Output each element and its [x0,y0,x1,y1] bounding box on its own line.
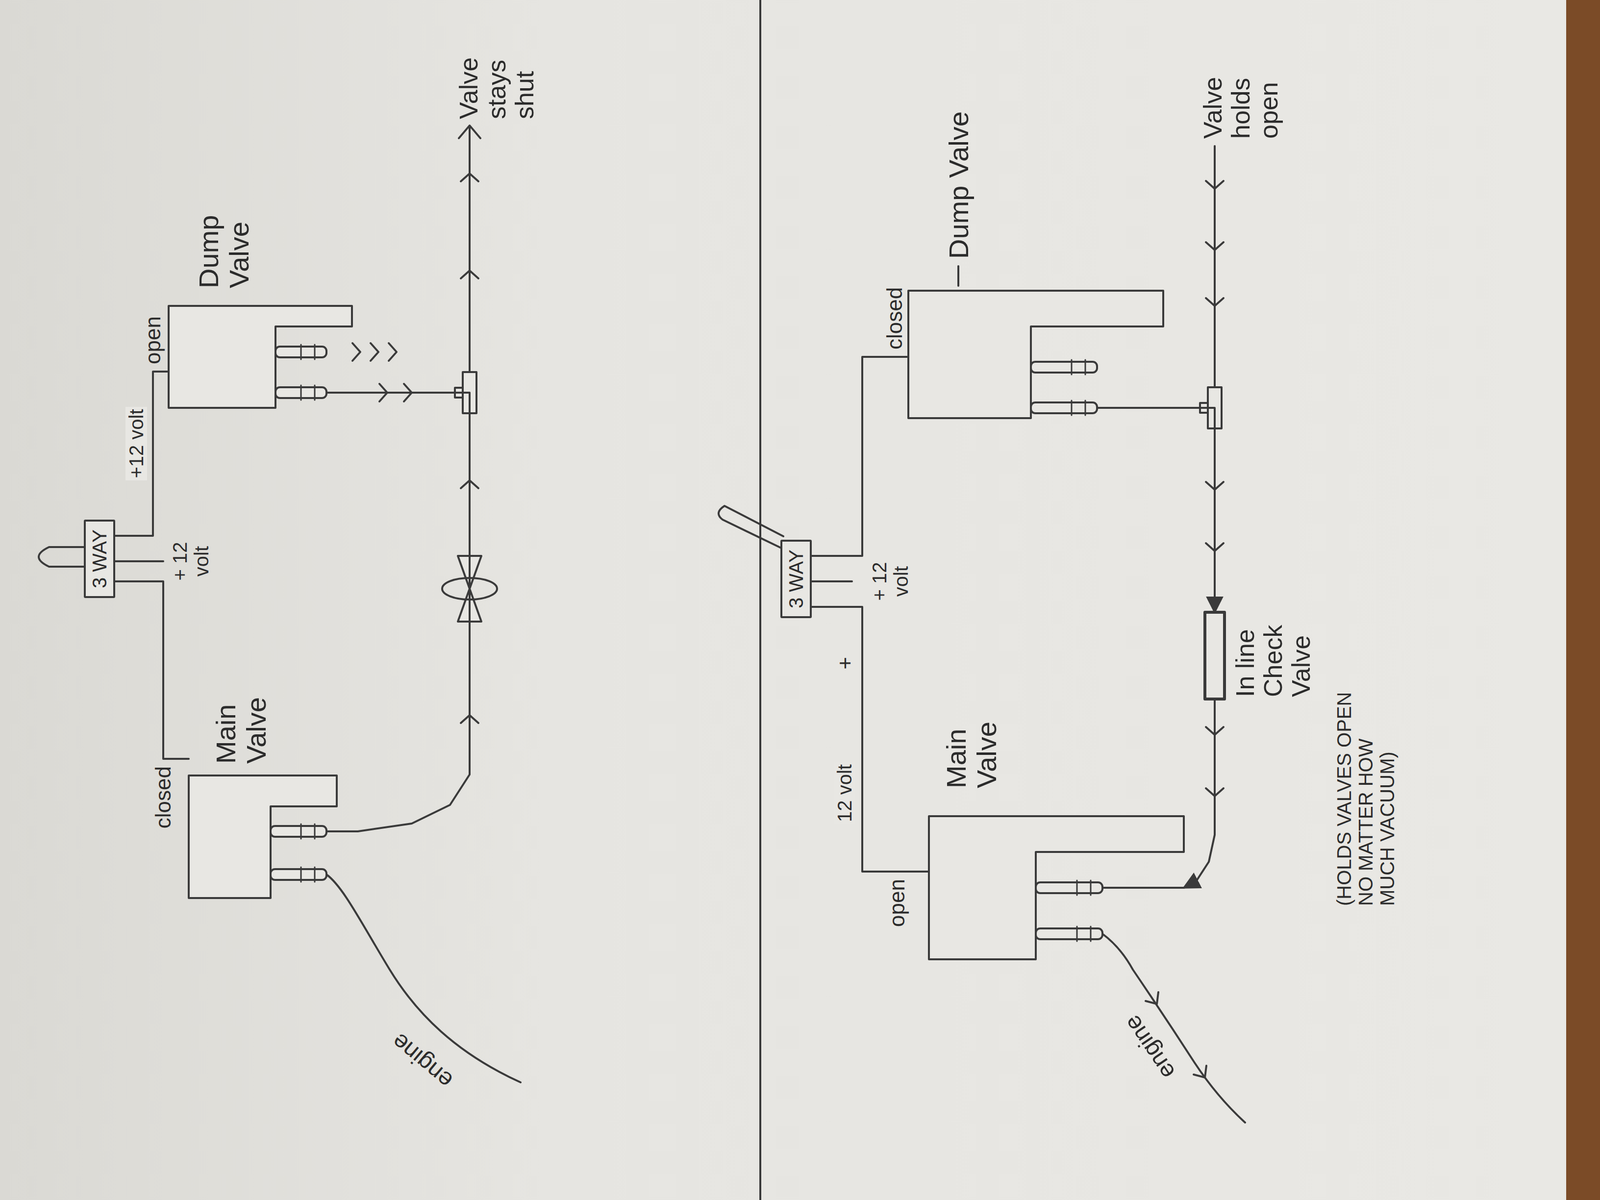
wire [115,371,169,536]
switch-box: 3 WAY [83,519,116,599]
port-barb [314,344,316,360]
switch-lever [718,505,784,550]
port-barb [314,867,316,882]
valve-outline [188,775,337,899]
node-text: In line Check Valve [1231,613,1316,698]
supply-label: + 12 volt [868,554,912,609]
port-barb [1071,400,1073,416]
wire-label: 12 volt [833,762,856,825]
hose-line [1102,886,1184,889]
hose-port [270,825,327,837]
node-text: Main Valve [210,680,272,764]
hose-line [1183,699,1215,888]
valve-drawing [188,652,337,899]
terminal-label: open [885,878,909,927]
hose-port [1030,402,1098,414]
label-holder: 12 volt [833,762,856,825]
label-holder: (HOLDS VALVES OPEN NO MATTER HOW MUCH VA… [1333,675,1399,906]
polarity-label: + [833,656,857,670]
switch-box: 3 WAY [780,539,812,619]
hose-line [326,391,352,394]
port-barb [1076,880,1078,896]
valve-body: Main Valve [928,704,1184,960]
port-barb [1090,926,1092,942]
label-holder: Valve holds open [1199,55,1284,139]
supply-label: + 12 volt [169,534,213,589]
flow-arrow [460,173,479,182]
hose-port [270,869,327,880]
wire-label: +12 volt [125,406,148,480]
flow-arrow [352,343,361,361]
port-barb [1084,359,1087,375]
port-barb [1090,880,1092,896]
node-text: Dump Valve [193,204,254,289]
hose-port [1035,882,1103,894]
flow-arrow [1205,298,1224,306]
port-barb [314,824,316,839]
flow-arrow [1145,992,1159,1004]
flow-arrow [460,270,479,279]
port-barb [1076,926,1078,942]
flow-arrow [1193,1065,1207,1078]
label-holder: + 12 volt [169,534,213,589]
note-label: Valve holds open [1199,55,1284,139]
label-holder: +12 volt [125,406,148,480]
label-holder: + 12 volt [868,554,912,609]
engine-hose [1102,933,1246,1123]
flow-arrow [388,343,397,361]
check-valve-body [1204,612,1225,700]
valve-outline [928,816,1184,960]
valve-outline [168,305,352,408]
hose-port [1030,361,1098,373]
valve-outline [908,290,1164,419]
terminal-label: closed [882,287,907,350]
node-text: Main Valve [941,704,1002,789]
port-barb [1071,359,1073,375]
label-holder: Valve stays shut [454,35,540,120]
note-label: (HOLDS VALVES OPEN NO MATTER HOW MUCH VA… [1333,675,1399,906]
hose-line [1163,407,1215,613]
port-barb [300,867,302,882]
flow-arrow [458,125,481,139]
divider-line [759,0,762,1200]
label-holder: open [885,878,909,927]
hose-line [326,830,337,833]
terminal-label: closed [151,766,175,829]
switch-leg [107,560,164,563]
wire [115,581,189,759]
flow-arrow [1205,180,1224,189]
node-text: Dump Valve [943,111,975,259]
wire [811,356,909,556]
node-text: 3 WAY [785,549,807,609]
node-text: 3 WAY [88,529,111,589]
port-barb [300,824,302,839]
label-holder: closed [882,287,907,350]
port-barb [314,385,316,400]
label-holder: + [833,656,857,670]
flow-arrow [370,343,379,361]
hose-line [468,126,471,373]
valve-body: Dump Valve [908,106,1164,419]
valve-body: Main Valve [188,652,337,899]
leader-line [957,266,960,286]
port-barb [1084,400,1087,416]
hose-line [1213,146,1216,388]
hose-port [1035,928,1103,940]
hose-line [1097,406,1164,409]
flow-arrow [1205,242,1224,250]
wire [811,606,929,872]
check-valve: In line Check Valve [1204,612,1316,700]
label-holder: open [141,316,165,365]
terminal-label: open [141,316,165,365]
valve-body: Dump Valve [168,189,352,408]
label-holder: closed [151,766,175,829]
switch-lever [38,547,88,567]
note-label: Valve stays shut [454,35,540,120]
hose-line [336,392,470,832]
port-barb [300,385,302,400]
port-barb [300,344,302,360]
